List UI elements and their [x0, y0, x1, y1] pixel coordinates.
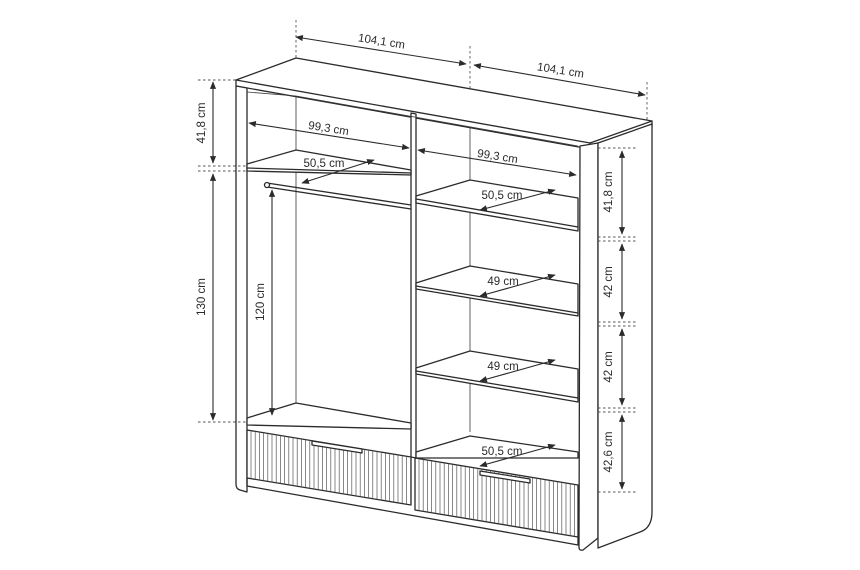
left-side-panel	[235, 85, 248, 493]
label-shelf-depth-bottom-right: 50,5 cm	[482, 446, 523, 458]
label-shelf-depth-right-1: 50,5 cm	[482, 190, 523, 202]
label-right-h4: 42,6 cm	[603, 432, 615, 473]
hanging-rail	[266, 182, 412, 206]
right-side-panel	[578, 142, 599, 551]
drawers	[246, 429, 579, 546]
label-shelf-depth-right-3: 49 cm	[487, 361, 518, 373]
label-total-width-right: 104,1 cm	[536, 61, 585, 80]
label-hanging-height-total: 130 cm	[196, 278, 208, 316]
dimension-lines	[198, 20, 648, 493]
label-right-h2: 42 cm	[603, 266, 615, 297]
right-shelves	[415, 179, 579, 459]
wardrobe	[235, 57, 653, 551]
label-right-h1: 41,8 cm	[603, 172, 615, 213]
label-total-width-left: 104,1 cm	[357, 32, 406, 51]
left-bottom-shelf	[246, 402, 412, 430]
drawer-left-handle	[311, 440, 363, 454]
label-hanging-rail-height: 120 cm	[255, 283, 267, 321]
center-divider	[410, 112, 417, 459]
label-shelf-depth-top-left: 50,5 cm	[304, 158, 345, 170]
dimension-labels: 104,1 cm 104,1 cm 41,8 cm 130 cm 120 cm …	[196, 32, 615, 472]
label-top-height-left: 41,8 cm	[196, 103, 208, 144]
label-shelf-width-right: 99,3 cm	[476, 148, 518, 166]
drawer-right-handle	[479, 470, 531, 484]
label-shelf-depth-right-2: 49 cm	[487, 276, 518, 288]
label-right-h3: 42 cm	[603, 351, 615, 382]
drawer-left	[246, 429, 412, 506]
